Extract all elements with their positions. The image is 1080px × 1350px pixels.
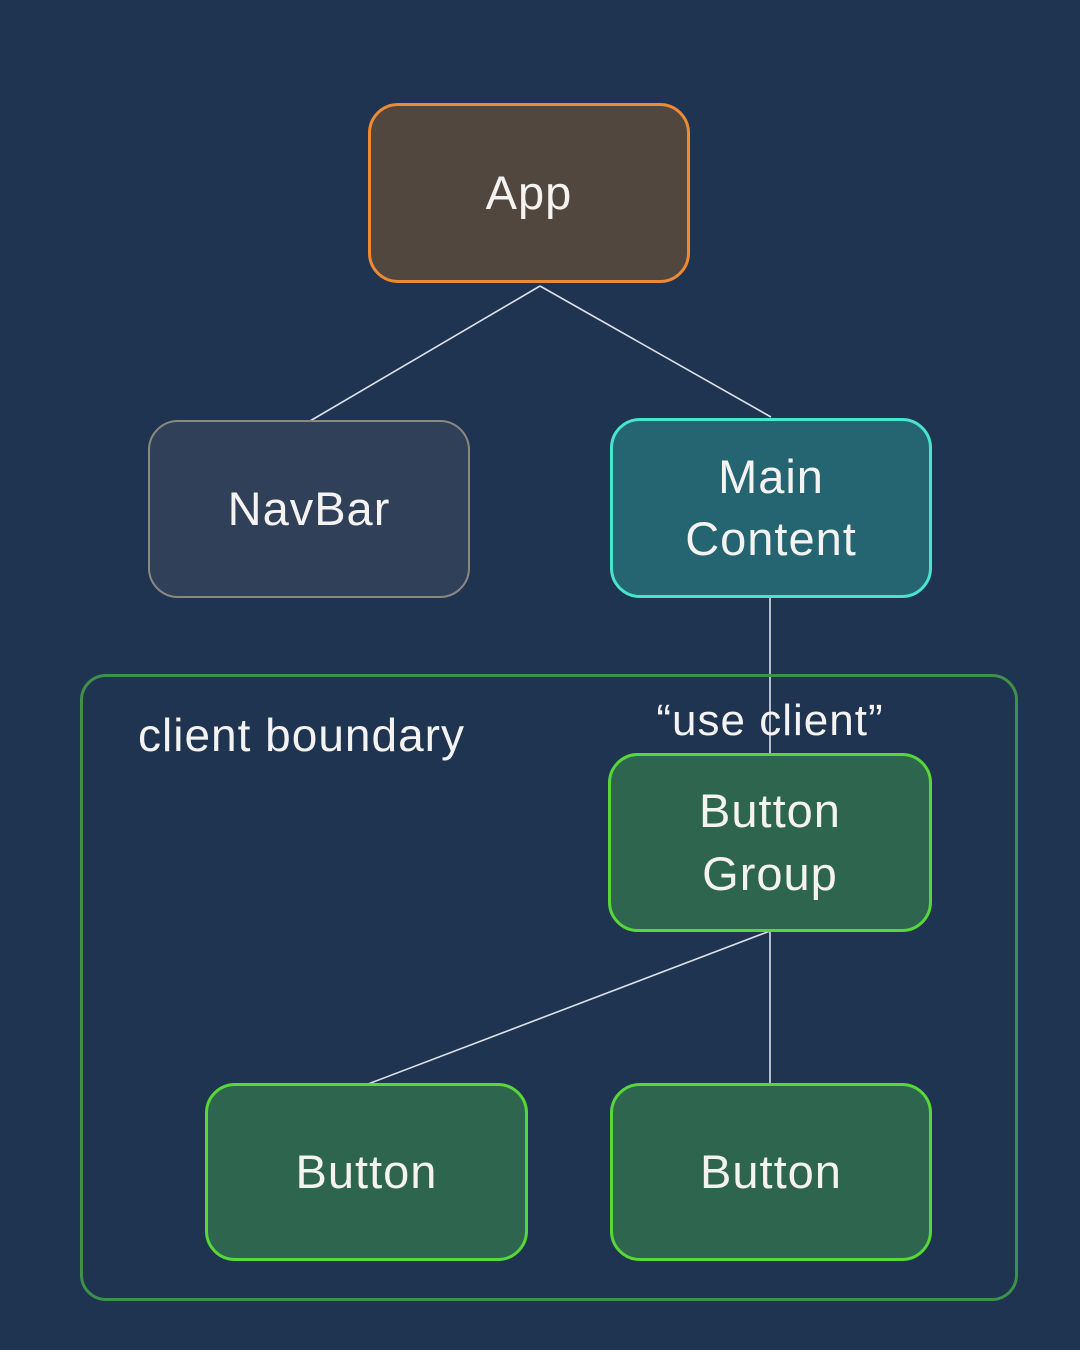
- node-button-right-label: Button: [700, 1144, 842, 1198]
- node-navbar-label: NavBar: [227, 481, 391, 535]
- node-button-right: Button: [610, 1083, 932, 1261]
- node-button-left: Button: [205, 1083, 528, 1261]
- node-button-left-label: Button: [295, 1144, 438, 1198]
- client-boundary-label: client boundary: [138, 709, 465, 761]
- use-client-directive-label: “use client”: [656, 696, 884, 745]
- node-main-content-label: Main Content: [685, 449, 857, 565]
- node-button-group-label: Button Group: [699, 784, 841, 900]
- connector-app-maincontent: [539, 285, 772, 418]
- node-navbar: NavBar: [148, 420, 470, 598]
- node-app-label: App: [485, 165, 573, 219]
- node-app: App: [368, 103, 690, 283]
- node-main-content: Main Content: [610, 418, 932, 598]
- client-boundary-box: [80, 674, 1018, 1301]
- connector-app-navbar: [309, 285, 541, 422]
- node-button-group: Button Group: [608, 753, 932, 932]
